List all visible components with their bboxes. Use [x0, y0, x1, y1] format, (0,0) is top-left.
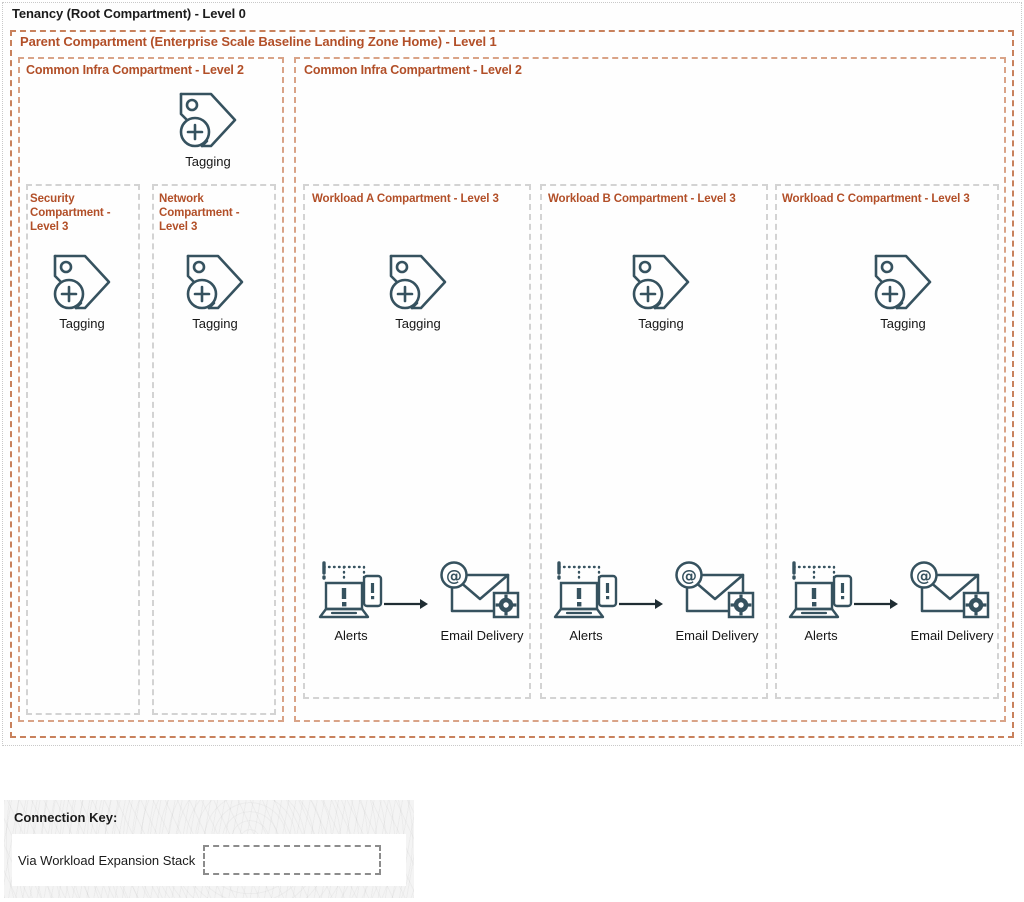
common-infra-left-title: Common Infra Compartment - Level 2 — [26, 63, 244, 77]
compartment-tenancy — [2, 2, 1022, 746]
tagging-icon-group-workload-a: Tagging — [381, 250, 455, 331]
arrow-right-icon — [852, 597, 900, 611]
tenancy-title: Tenancy (Root Compartment) - Level 0 — [12, 6, 246, 21]
compartment-network — [152, 184, 276, 715]
tagging-icon-group-workload-c: Tagging — [866, 250, 940, 331]
compartment-workload-a — [303, 184, 531, 699]
workload-c-compartment-title: Workload C Compartment - Level 3 — [782, 193, 970, 205]
tagging-icon — [632, 254, 690, 310]
alerts-icon-label: Alerts — [804, 628, 838, 643]
connection-key-row: Via Workload Expansion Stack — [12, 834, 406, 886]
arrow-right-icon — [382, 597, 430, 611]
tagging-icon-label: Tagging — [395, 316, 441, 331]
email-delivery-icon-group: Email Delivery — [900, 561, 1004, 643]
compartment-workload-b — [540, 184, 768, 699]
alerts-icon-group: Alerts — [318, 561, 384, 643]
compartment-common-infra-right — [294, 57, 1006, 722]
alerts-icon-group: Alerts — [788, 561, 854, 643]
email-delivery-icon-group: Email Delivery — [430, 561, 534, 643]
email-delivery-icon-label: Email Delivery — [675, 628, 759, 643]
email-delivery-icon-label: Email Delivery — [440, 628, 524, 643]
arrow-right-icon — [617, 597, 665, 611]
alerts-icon — [788, 561, 854, 621]
alerts-icon — [318, 561, 384, 621]
tagging-icon-group-network: Tagging — [178, 250, 252, 331]
email-delivery-icon — [675, 561, 755, 619]
flow-arrow-wrapper — [382, 561, 430, 615]
flow-arrow-wrapper — [617, 561, 665, 615]
common-infra-right-title: Common Infra Compartment - Level 2 — [304, 63, 522, 77]
alerts-icon — [553, 561, 619, 621]
connection-key-title: Connection Key: — [14, 810, 118, 825]
workload-a-compartment-title: Workload A Compartment - Level 3 — [312, 193, 499, 205]
parent-compartment-title: Parent Compartment (Enterprise Scale Bas… — [20, 34, 497, 49]
email-delivery-icon — [440, 561, 520, 619]
tagging-icon — [186, 254, 244, 310]
tagging-icon — [874, 254, 932, 310]
tagging-icon — [179, 92, 237, 148]
alerts-icon-label: Alerts — [334, 628, 368, 643]
alerts-email-flow-workload-a: Alerts Email Delivery — [318, 561, 534, 643]
alerts-icon-label: Alerts — [569, 628, 603, 643]
tagging-icon — [389, 254, 447, 310]
email-delivery-icon — [910, 561, 990, 619]
connection-key-panel: Connection Key: Via Workload Expansion S… — [4, 800, 414, 898]
tagging-icon-group-common-infra: Tagging — [171, 88, 245, 169]
tagging-icon-label: Tagging — [880, 316, 926, 331]
compartment-parent — [10, 30, 1014, 738]
tagging-icon-group-workload-b: Tagging — [624, 250, 698, 331]
security-compartment-title: Security Compartment - Level 3 — [30, 193, 111, 233]
tagging-icon-label: Tagging — [59, 316, 105, 331]
compartment-common-infra-left — [18, 57, 284, 722]
tagging-icon-label: Tagging — [638, 316, 684, 331]
alerts-email-flow-workload-b: Alerts Email Delivery — [553, 561, 769, 643]
compartment-security — [26, 184, 140, 715]
alerts-icon-group: Alerts — [553, 561, 619, 643]
tagging-icon-label: Tagging — [185, 154, 231, 169]
email-delivery-icon-label: Email Delivery — [910, 628, 994, 643]
connection-key-label: Via Workload Expansion Stack — [18, 852, 196, 868]
tagging-icon-label: Tagging — [192, 316, 238, 331]
tagging-icon-group-security: Tagging — [45, 250, 119, 331]
network-compartment-title: Network Compartment - Level 3 — [159, 193, 240, 233]
compartment-workload-c — [775, 184, 999, 699]
flow-arrow-wrapper — [852, 561, 900, 615]
connection-key-swatch-dashed — [203, 845, 382, 875]
workload-b-compartment-title: Workload B Compartment - Level 3 — [548, 193, 736, 205]
alerts-email-flow-workload-c: Alerts Email Delivery — [788, 561, 1004, 643]
tagging-icon — [53, 254, 111, 310]
email-delivery-icon-group: Email Delivery — [665, 561, 769, 643]
